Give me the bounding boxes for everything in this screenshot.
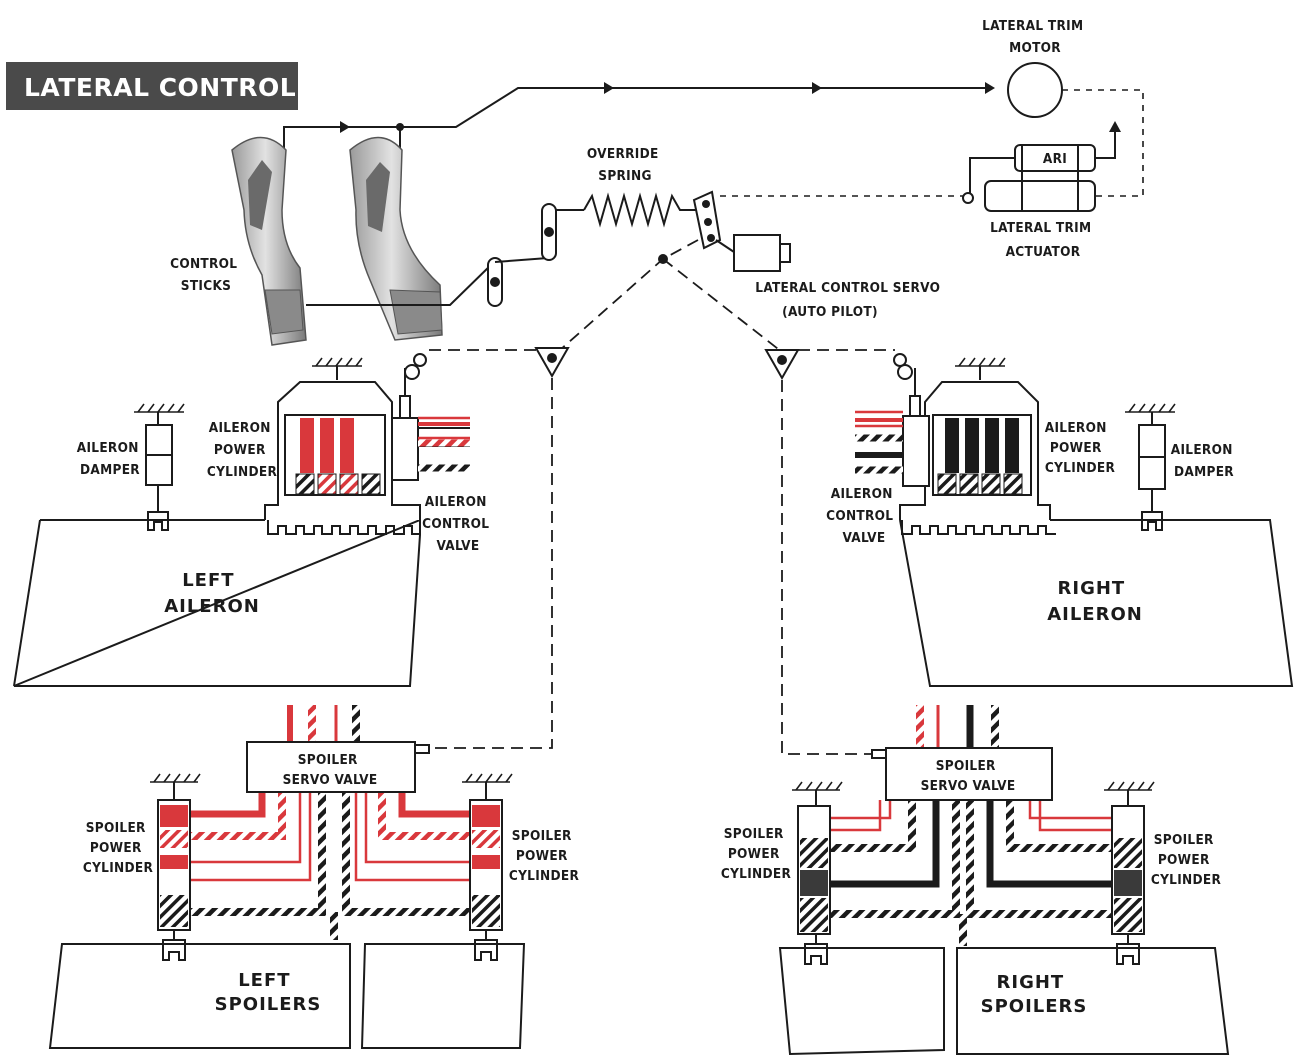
- aileron-control-valve-right-label: AILERON CONTROL VALVE: [826, 486, 898, 546]
- control-sticks: [232, 138, 442, 346]
- right-aileron-assembly: [855, 354, 1292, 686]
- linkage-bellcranks: [488, 196, 696, 306]
- title-text: LATERAL CONTROL: [24, 73, 296, 102]
- lateral-control-servo: [716, 235, 790, 271]
- left-aileron-assembly: [14, 354, 470, 686]
- spoiler-power-cylinder-lr-label: SPOILER POWER CYLINDER: [509, 828, 580, 884]
- ari-label: ARI: [1043, 151, 1067, 167]
- spoiler-power-cylinder-ll-label: SPOILER POWER CYLINDER: [83, 820, 154, 876]
- aileron-power-cylinder-right-label: AILERON POWER CYLINDER: [1045, 420, 1116, 476]
- right-spoilers-label: RIGHT SPOILERS: [981, 972, 1088, 1017]
- lateral-trim-motor-label: LATERAL TRIM MOTOR: [982, 18, 1088, 56]
- override-bellcrank: [694, 192, 720, 248]
- aileron-damper-right-label: AILERON DAMPER: [1171, 442, 1237, 480]
- spoiler-power-cylinder-rr-label: SPOILER POWER CYLINDER: [1151, 832, 1222, 888]
- aileron-damper-left-label: AILERON DAMPER: [77, 440, 143, 478]
- lateral-control-servo-label: LATERAL CONTROL SERVO (AUTO PILOT): [755, 280, 944, 320]
- lateral-trim-actuator: ARI: [963, 121, 1121, 211]
- right-aileron-bellcrank: [766, 350, 798, 378]
- lateral-trim-actuator-label: LATERAL TRIM ACTUATOR: [990, 220, 1096, 260]
- override-spring-label: OVERRIDE SPRING: [587, 146, 663, 184]
- right-aileron-label: RIGHT AILERON: [1047, 578, 1143, 625]
- aileron-power-cylinder-left-label: AILERON POWER CYLINDER: [207, 420, 278, 480]
- left-aileron-bellcrank: [536, 348, 568, 376]
- lateral-trim-motor: [1008, 63, 1062, 117]
- aileron-control-valve-left-label: AILERON CONTROL VALVE: [422, 494, 494, 554]
- title-banner: LATERAL CONTROL: [6, 62, 298, 110]
- left-aileron-label: LEFT AILERON: [164, 570, 260, 617]
- spoiler-power-cylinder-rl-label: SPOILER POWER CYLINDER: [721, 826, 792, 882]
- control-sticks-label: CONTROL STICKS: [170, 256, 242, 294]
- left-spoilers-label: LEFT SPOILERS: [215, 970, 322, 1015]
